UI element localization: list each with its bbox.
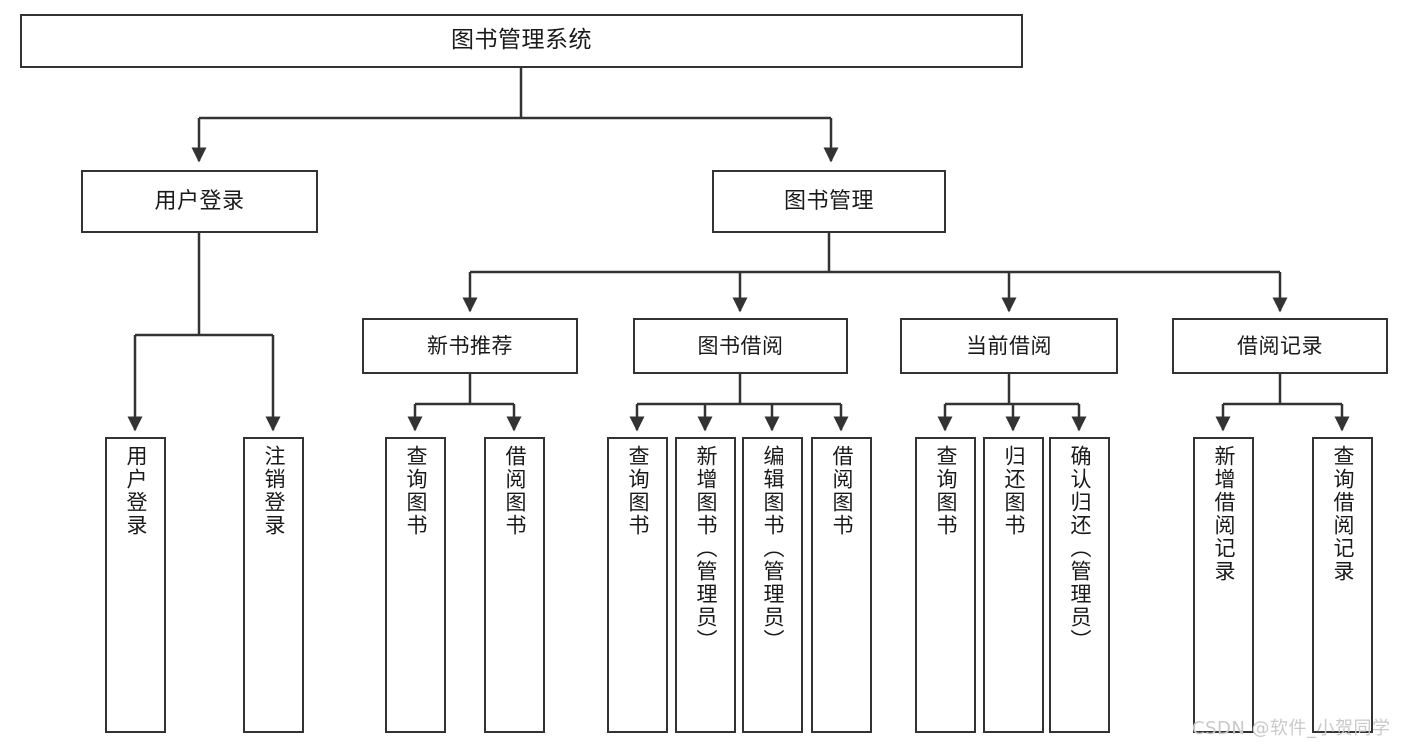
leaf-user-login-label: 用户登录 [124, 445, 148, 537]
leaf-add-borrow-record-label: 新增借阅记录 [1212, 445, 1236, 583]
node-root[interactable]: 图书管理系统 [20, 14, 1023, 68]
leaf-query-borrow-record-label: 查询借阅记录 [1331, 445, 1355, 583]
node-book-management[interactable]: 图书管理 [712, 170, 946, 233]
node-current-borrow[interactable]: 当前借阅 [900, 318, 1118, 374]
leaf-query-book-borrow[interactable]: 查询图书 [607, 437, 668, 733]
leaf-add-book-admin-label: 新增图书（管理员） [694, 445, 718, 652]
leaf-borrow-book-recommend-label: 借阅图书 [503, 445, 527, 537]
node-borrow-records-label: 借阅记录 [1237, 333, 1323, 358]
node-book-management-label: 图书管理 [783, 188, 874, 214]
leaf-query-book-current-label: 查询图书 [934, 445, 958, 537]
leaf-borrow-book-label: 借阅图书 [830, 445, 854, 537]
node-new-book-recommend[interactable]: 新书推荐 [362, 318, 578, 374]
leaf-borrow-book-recommend[interactable]: 借阅图书 [484, 437, 545, 733]
leaf-user-login[interactable]: 用户登录 [105, 437, 166, 733]
node-user-login-label: 用户登录 [154, 188, 245, 214]
node-current-borrow-label: 当前借阅 [966, 333, 1052, 358]
leaf-query-book-recommend[interactable]: 查询图书 [385, 437, 446, 733]
leaf-edit-book-admin-label: 编辑图书（管理员） [761, 445, 785, 652]
leaf-query-book-borrow-label: 查询图书 [626, 445, 650, 537]
leaf-logout[interactable]: 注销登录 [243, 437, 304, 733]
node-book-borrow-label: 图书借阅 [697, 333, 784, 358]
leaf-confirm-return-admin-label: 确认归还（管理员） [1068, 445, 1092, 652]
leaf-borrow-book[interactable]: 借阅图书 [811, 437, 872, 733]
leaf-edit-book-admin[interactable]: 编辑图书（管理员） [742, 437, 803, 733]
node-new-book-recommend-label: 新书推荐 [427, 333, 513, 358]
node-book-borrow[interactable]: 图书借阅 [633, 318, 848, 374]
leaf-return-book[interactable]: 归还图书 [983, 437, 1044, 733]
leaf-query-book-recommend-label: 查询图书 [404, 445, 428, 537]
leaf-logout-label: 注销登录 [262, 445, 286, 537]
leaf-query-borrow-record[interactable]: 查询借阅记录 [1312, 437, 1373, 733]
node-user-login[interactable]: 用户登录 [81, 170, 318, 233]
node-root-label: 图书管理系统 [451, 27, 592, 54]
watermark: CSDN @软件_小贺同学 [1192, 718, 1391, 739]
leaf-confirm-return-admin[interactable]: 确认归还（管理员） [1049, 437, 1110, 733]
leaf-add-book-admin[interactable]: 新增图书（管理员） [675, 437, 736, 733]
node-borrow-records[interactable]: 借阅记录 [1172, 318, 1388, 374]
leaf-query-book-current[interactable]: 查询图书 [915, 437, 976, 733]
leaf-return-book-label: 归还图书 [1002, 445, 1026, 537]
leaf-add-borrow-record[interactable]: 新增借阅记录 [1193, 437, 1254, 733]
